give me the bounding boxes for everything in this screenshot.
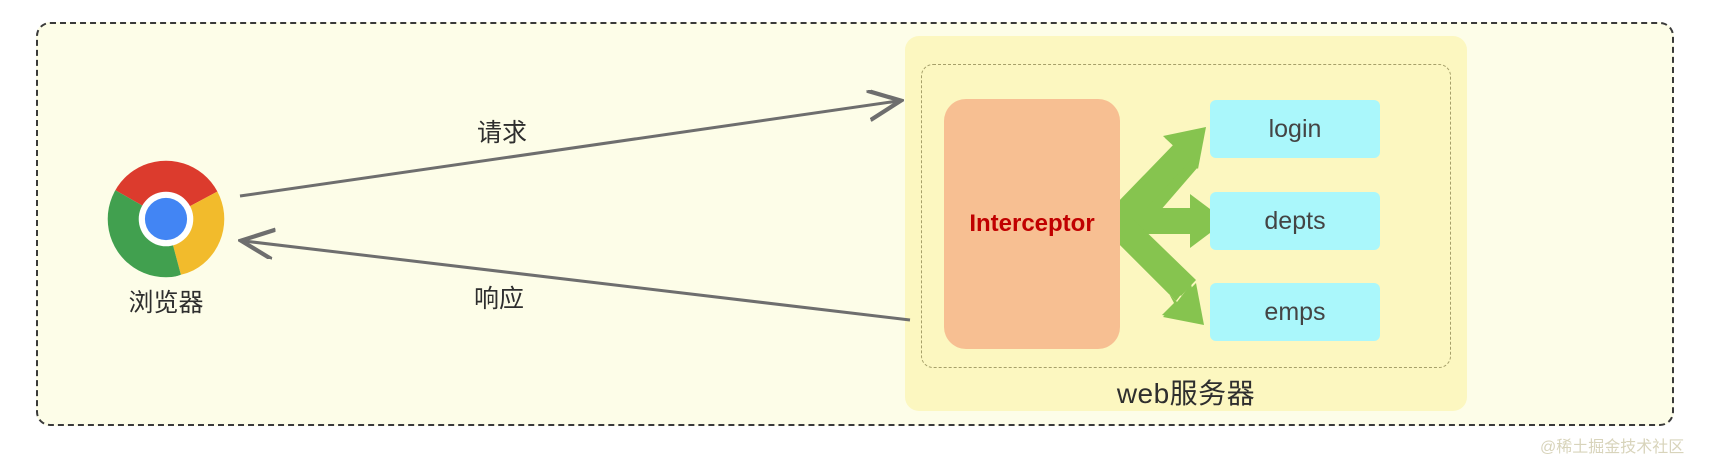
interceptor-label: Interceptor — [969, 210, 1095, 237]
endpoint-box-depts: depts — [1210, 192, 1380, 250]
chrome-browser-glyph — [107, 160, 225, 278]
watermark: @稀土掘金技术社区 — [1540, 439, 1685, 456]
request-label: 请求 — [477, 119, 528, 147]
endpoint-box-login: login — [1210, 100, 1380, 158]
response-label: 响应 — [474, 285, 525, 313]
interceptor-box: Interceptor — [944, 99, 1120, 349]
web-server-label: web服务器 — [1116, 378, 1256, 409]
endpoint-box-emps: emps — [1210, 283, 1380, 341]
browser-label: 浏览器 — [128, 289, 204, 317]
chrome-browser-icon — [104, 157, 228, 281]
web-server-inner-dashed-frame — [921, 64, 1451, 368]
